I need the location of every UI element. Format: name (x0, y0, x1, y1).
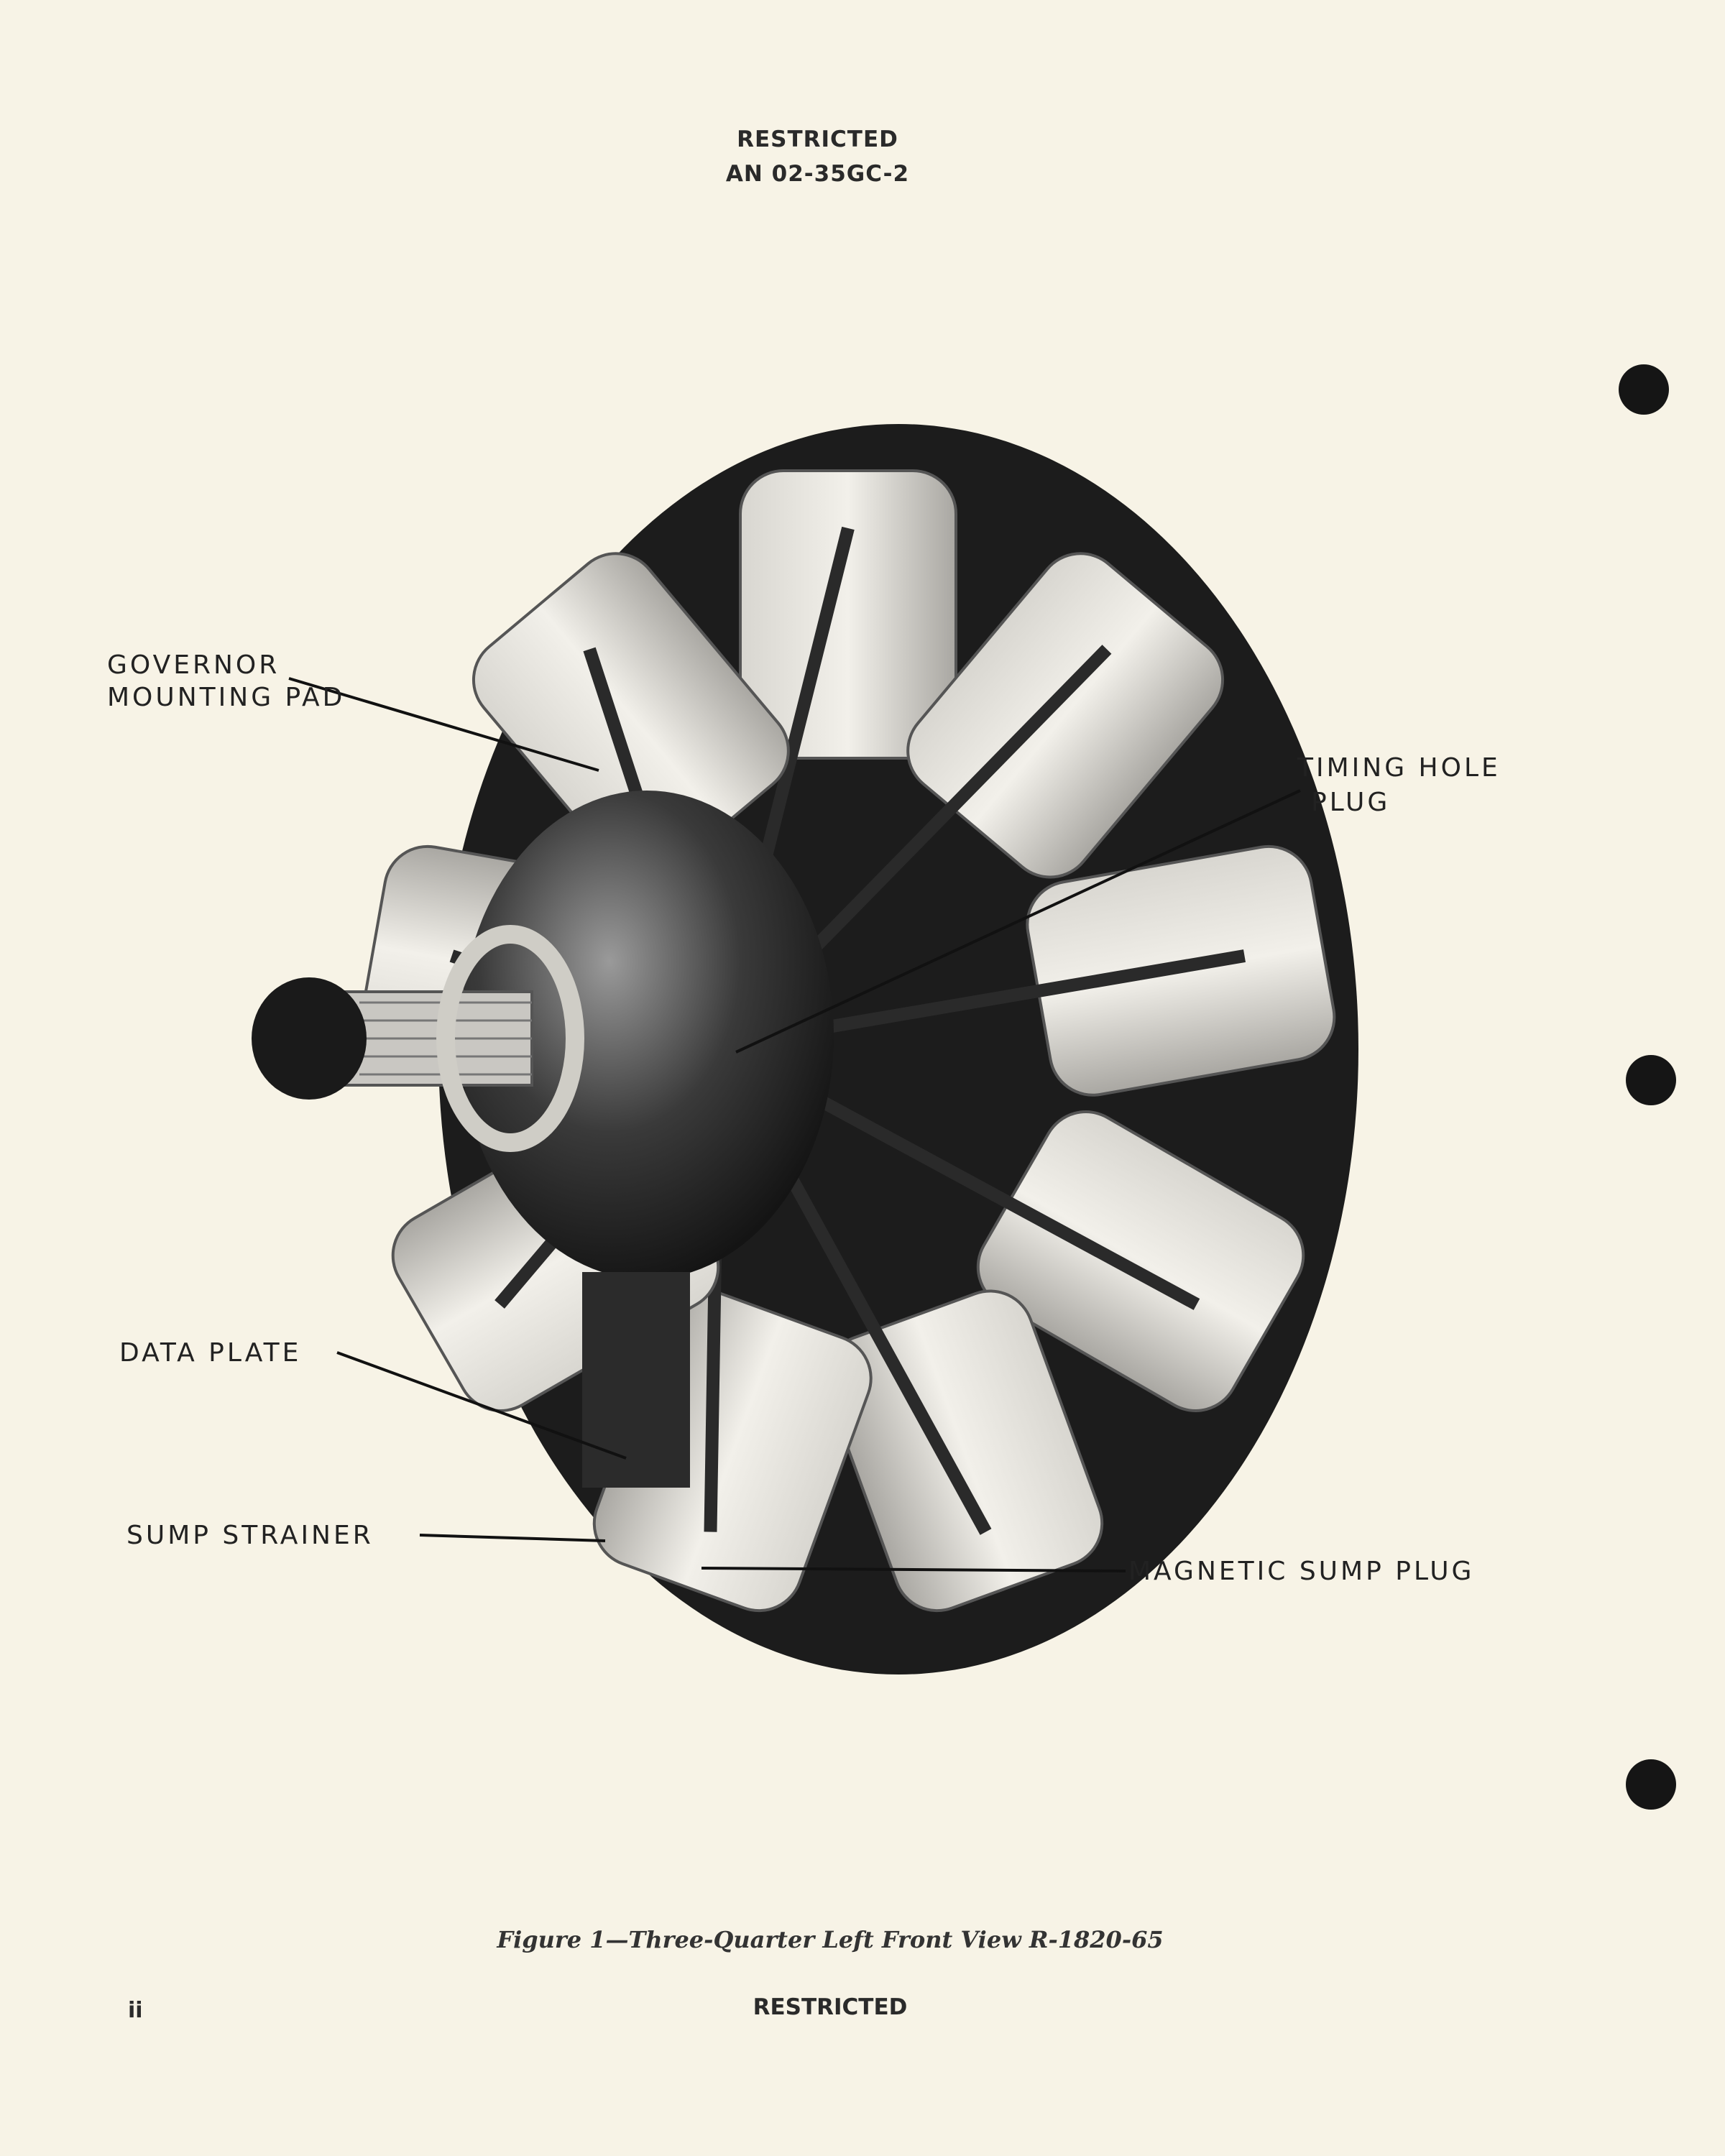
propeller-nut (252, 977, 367, 1100)
punch-hole (1626, 1759, 1676, 1810)
cylinder (906, 552, 1225, 879)
callout-timing-line1: TIMING HOLE (1297, 753, 1501, 783)
callout-governor-line1: GOVERNOR (107, 650, 280, 680)
callout-sump-strainer: SUMP STRAINER (126, 1521, 374, 1550)
callout-data-plate: DATA PLATE (119, 1338, 302, 1368)
footer-classification: RESTRICTED (753, 1994, 908, 2020)
figure-caption: Figure 1—Three-Quarter Left Front View R… (497, 1926, 1164, 1953)
callout-timing-line2: PLUG (1311, 788, 1391, 817)
header-classification: RESTRICTED (737, 126, 898, 152)
document-number: AN 02-35GC-2 (725, 161, 910, 187)
punch-hole (1626, 1055, 1676, 1105)
punch-hole (1619, 364, 1669, 415)
crankcase-nose (460, 791, 834, 1279)
callout-magnetic-sump-plug: MAGNETIC SUMP PLUG (1128, 1557, 1475, 1586)
page-number: ii (128, 1998, 143, 2023)
cylinder (739, 469, 957, 760)
cylinder (976, 1110, 1305, 1412)
sump (582, 1272, 690, 1488)
callout-governor-line2: MOUNTING PAD (107, 683, 346, 712)
